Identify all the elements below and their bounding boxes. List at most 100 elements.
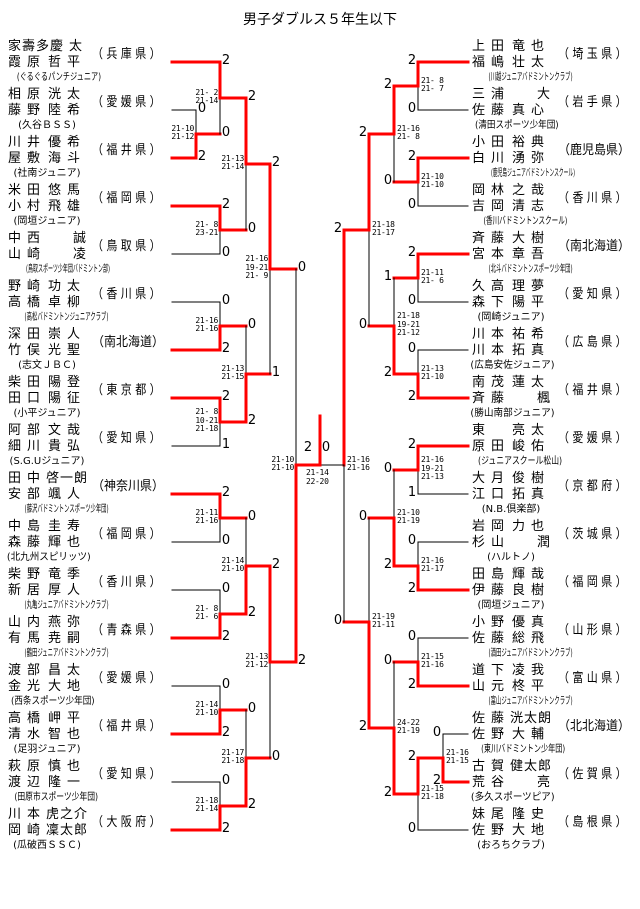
player-name: 川井優希	[8, 135, 86, 151]
given-name: 輝也	[47, 535, 86, 550]
club-name: (社南ジュニア)	[13, 168, 81, 179]
surname: 新居	[8, 583, 47, 598]
surname: 杉山	[472, 535, 511, 550]
prefecture: （北北海道）	[558, 719, 631, 734]
player-name: 原田峻佑	[472, 439, 550, 455]
player-name: 高橋岬平	[8, 711, 86, 727]
set-score: 0	[197, 101, 207, 116]
player-name: 白川湧弥	[472, 151, 550, 167]
set-score: 2	[221, 629, 231, 644]
set-score: 0	[221, 773, 231, 788]
given-name: 章吾	[511, 247, 550, 262]
set-score: 0	[407, 341, 417, 356]
player-name: 阿部文哉	[8, 423, 86, 439]
player-name: 田島輝哉	[472, 567, 550, 583]
surname: 金光	[8, 679, 47, 694]
set-score: 2	[407, 749, 417, 764]
given-name: 楓	[536, 391, 550, 406]
set-score: 2	[383, 557, 393, 572]
set-score: 2	[297, 653, 307, 668]
player-name: 佐野大地	[472, 823, 550, 839]
prefecture: （大阪府）	[92, 815, 165, 830]
surname: 古賀	[472, 759, 511, 774]
prefecture: （福井県）	[92, 143, 165, 158]
prefecture: （福岡県）	[92, 527, 165, 542]
given-name: 柊平	[511, 679, 550, 694]
player-name: 中島圭寿	[8, 519, 86, 535]
given-name: 隆一	[47, 775, 86, 790]
prefecture: （香川県）	[92, 575, 165, 590]
game-score: 21-11	[421, 267, 444, 277]
surname: 東	[472, 423, 486, 438]
surname: 大月	[472, 471, 511, 486]
prefecture: （香川県）	[92, 287, 165, 302]
set-score: 2	[358, 125, 368, 140]
given-name: 之哉	[511, 183, 550, 198]
given-name: 洸太朗	[510, 711, 553, 726]
player-name: 杉山潤	[472, 535, 550, 551]
surname: 家壽多	[8, 39, 51, 54]
player-name: 山崎凌	[8, 247, 86, 263]
surname: 高橋	[8, 295, 47, 310]
given-name: 優真	[511, 615, 550, 630]
given-name: 昌太	[47, 663, 86, 678]
game-score: 21-10	[421, 171, 444, 181]
given-name: 優希	[47, 135, 86, 150]
given-name: 凜太郎	[46, 823, 89, 838]
surname: 佐野	[472, 727, 511, 742]
surname: 屋敷	[8, 151, 47, 166]
surname: 渡部	[8, 663, 47, 678]
player-name: 屋敷海斗	[8, 151, 86, 167]
club-name: (高松バドミントンジュニアクラブ)	[24, 312, 109, 323]
game-score: 21- 8	[195, 603, 218, 613]
surname: 道下	[472, 663, 511, 678]
set-score: 0	[383, 173, 393, 188]
player-name: 佐藤洸太朗	[472, 711, 553, 727]
given-name: 蓮太	[511, 375, 550, 390]
game-score: 21-14	[195, 699, 218, 709]
set-score: 0	[221, 293, 231, 308]
set-score: 2	[221, 341, 231, 356]
player-name: 森下陽平	[472, 295, 550, 311]
given-name: 理夢	[511, 279, 550, 294]
set-score: 2	[383, 365, 393, 380]
prefecture: （福井県）	[92, 719, 165, 734]
player-name: 江口拓真	[472, 487, 550, 503]
player-name: 竹俣光聖	[8, 343, 86, 359]
surname: 荒谷	[472, 775, 511, 790]
club-name: (ぐるぐるパンチジュニア)	[16, 72, 101, 83]
game-score: 21-19	[397, 516, 420, 525]
prefecture: （福井県）	[558, 383, 631, 398]
club-name: (瓜破西ＳＳＣ)	[13, 840, 81, 851]
surname: 有馬	[8, 631, 47, 646]
game-score: 21-18	[221, 756, 244, 765]
player-name: 川本虎之介	[8, 807, 87, 823]
game-score: 21-11	[372, 620, 395, 629]
club-name: (広島安佐ジュニア)	[470, 360, 555, 371]
set-score: 2	[407, 677, 417, 692]
player-name: 有馬尭嗣	[8, 631, 86, 647]
game-score: 21-16	[446, 747, 469, 757]
club-name: (鶴田ジュニアバドミントンクラブ)	[24, 648, 109, 659]
set-score: 0	[297, 260, 307, 275]
set-score: 0	[247, 221, 257, 236]
game-score: 21-12	[245, 660, 268, 669]
set-score: 0	[407, 197, 417, 212]
surname: 佐藤	[472, 103, 511, 118]
prefecture: （茨城県）	[558, 527, 631, 542]
given-name: 拓真	[511, 487, 550, 502]
given-name: 俊樹	[511, 471, 550, 486]
given-name: 大	[536, 87, 550, 102]
game-score: 21- 9	[245, 271, 268, 281]
game-score: 21-16	[421, 555, 444, 565]
prefecture: （京都府）	[558, 479, 631, 494]
given-name: 祐希	[511, 327, 550, 342]
player-name: 田中啓一朗	[8, 471, 87, 487]
surname: 竹俣	[8, 343, 47, 358]
given-name: 良樹	[511, 583, 550, 598]
club-name: (岡垣ジュニア)	[477, 600, 545, 611]
game-score: 19-21	[397, 319, 420, 329]
surname: 上田	[472, 39, 511, 54]
player-name: 岩岡力也	[472, 519, 550, 535]
player-name: 川本拓真	[472, 343, 550, 359]
